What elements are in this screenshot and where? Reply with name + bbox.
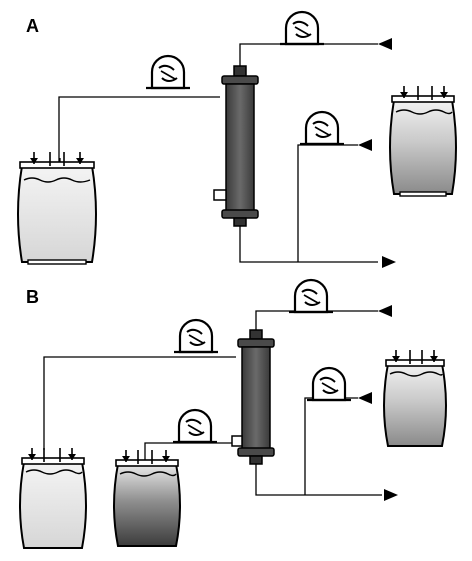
- panel-b-bag-middle-icon: [113, 450, 181, 547]
- panel-b-pump-effluent-icon: [287, 278, 335, 314]
- panel-a-arrow-out-icon: [382, 256, 396, 268]
- panel-a-pump-replacement-icon: [298, 110, 346, 146]
- panel-a-bag-left-icon: [17, 152, 97, 265]
- panel-b-pump-inflow-icon: [172, 318, 220, 354]
- panel-a-pump-inflow-icon: [144, 54, 192, 90]
- panel-a-arrow-in-mid-icon: [358, 139, 372, 151]
- panel-a-hemofilter: [213, 65, 259, 227]
- panel-b-pump-replacement-icon: [305, 366, 353, 402]
- panel-b-pump-dialysate-icon: [171, 408, 219, 444]
- panel-b-bag-left-icon: [19, 448, 87, 549]
- panel-a-bag-right-icon: [389, 86, 457, 197]
- panel-a-arrow-in-top-icon: [378, 38, 392, 50]
- panel-label-a: A: [26, 16, 39, 36]
- panel-b-bag-right-icon: [383, 350, 447, 447]
- panel-a: [17, 10, 457, 268]
- panel-b-hemofilter: [231, 329, 275, 465]
- panel-b-arrow-out-icon: [384, 489, 398, 501]
- panel-label-b: B: [26, 287, 39, 307]
- panel-b: [19, 278, 447, 549]
- panel-b-arrow-in-top-icon: [378, 305, 392, 317]
- panel-b-arrow-in-mid-icon: [358, 392, 372, 404]
- panel-a-pump-effluent-icon: [278, 10, 326, 46]
- panel-a-tubing: [58, 43, 378, 263]
- panel-b-tubing: [43, 310, 382, 496]
